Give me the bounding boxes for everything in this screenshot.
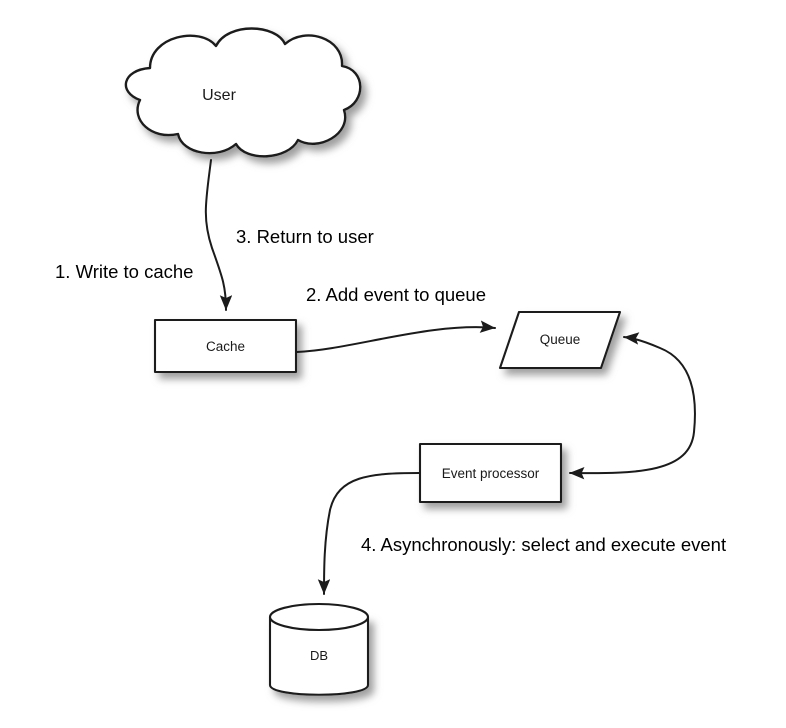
node-user[interactable]: User <box>124 27 362 158</box>
node-cache[interactable]: Cache <box>153 318 298 374</box>
node-event-processor-label: Event processor <box>442 466 540 481</box>
node-event-processor[interactable]: Event processor <box>418 442 563 504</box>
node-queue-label: Queue <box>540 332 581 347</box>
edge-queue-to-processor <box>569 332 696 480</box>
node-cache-label: Cache <box>206 339 245 354</box>
edge-cache-to-queue <box>296 320 496 353</box>
edge-user-to-cache <box>204 159 233 311</box>
edge-label-step-2: 2. Add event to queue <box>306 284 486 305</box>
node-db-label: DB <box>310 648 328 663</box>
node-user-label: User <box>202 87 236 104</box>
node-queue[interactable]: Queue <box>498 310 622 370</box>
edge-label-step-4: 4. Asynchronously: select and execute ev… <box>361 534 726 555</box>
edge-label-step-3: 3. Return to user <box>236 226 374 247</box>
edge-label-step-1: 1. Write to cache <box>55 261 193 282</box>
node-db[interactable]: DB <box>268 602 370 696</box>
edge-processor-to-db <box>317 472 420 595</box>
